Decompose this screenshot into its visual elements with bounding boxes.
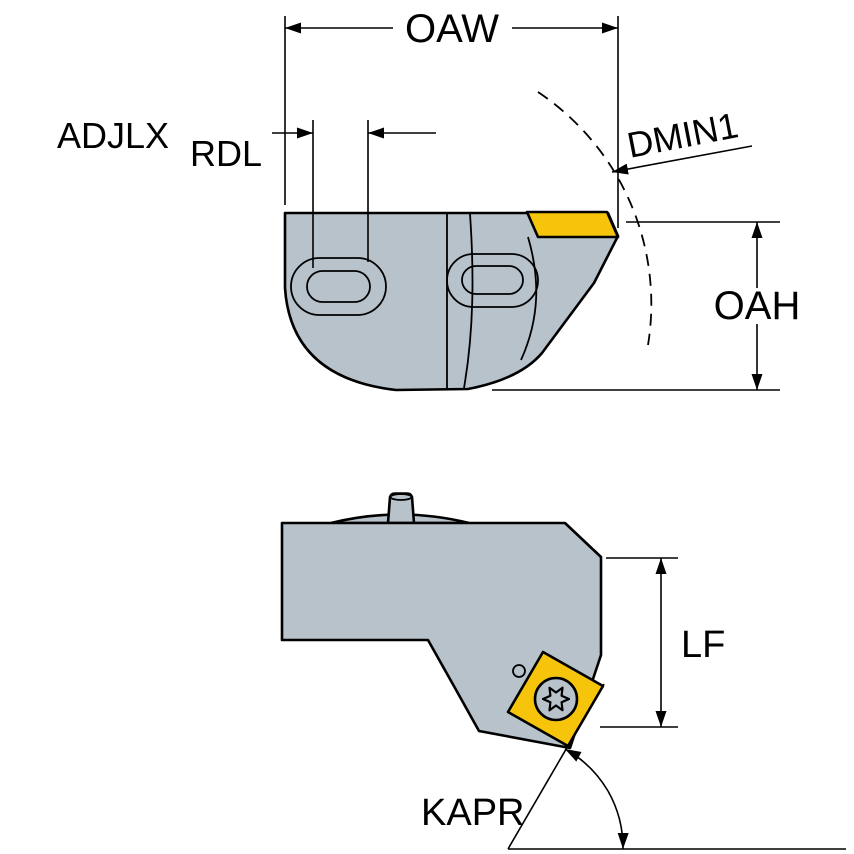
contour-line-2	[463, 213, 474, 389]
contour-line-3	[520, 236, 538, 361]
slot-right-outer	[446, 253, 539, 308]
kapr-edge-extension-line	[507, 683, 605, 850]
side-view: LF KAPR	[280, 492, 846, 850]
adjlx-label: ADJLX	[57, 115, 169, 156]
torx-socket-icon	[541, 686, 571, 712]
slot-left-outer	[290, 257, 387, 316]
oaw-label: OAW	[405, 7, 499, 51]
kapr-label: KAPR	[421, 792, 524, 834]
dmin1-leader	[611, 145, 753, 175]
screw-head	[533, 676, 579, 722]
dmin-dashed-circle	[537, 91, 653, 346]
kapr-arc-upper	[564, 748, 609, 792]
clamp-pin-top-edge	[389, 493, 413, 501]
rdl-label: RDL	[190, 133, 262, 174]
top-view: OAW ADJLX RDL DMIN1 OAH	[57, 7, 801, 392]
slot-left-inner	[306, 270, 371, 303]
kapr-arc-lower	[607, 790, 629, 850]
oah-label: OAH	[714, 284, 801, 328]
insert-top-view	[525, 210, 620, 239]
slot-right-inner	[461, 265, 524, 295]
lf-label: LF	[681, 624, 725, 666]
pocket-pin-hole	[512, 664, 526, 678]
dmin1-label: DMIN1	[624, 104, 742, 166]
